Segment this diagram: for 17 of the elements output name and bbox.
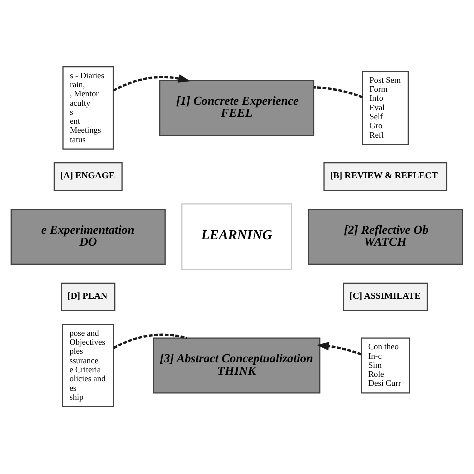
node-box: s - Diaries rain, , Mentor aculty s ent Meetings tatus [62, 66, 114, 150]
node-box: LEARNING [182, 204, 292, 270]
node-box: [D] PLAN [61, 282, 116, 312]
node-box: Con theo In-c Sim Role Desi Curr [361, 338, 410, 394]
node-box: [2] Reflective Ob WATCH [308, 209, 464, 265]
arrow [113, 74, 191, 92]
connector [314, 86, 364, 99]
node-box: Post Sem Form Info Eval Self Gro Refl [362, 71, 410, 146]
node-box: [1] Concrete Experience FEEL [159, 80, 315, 136]
node-box: [C] ASSIMILATE [343, 282, 428, 312]
node-box: [A] ENGAGE [54, 162, 123, 192]
node-box: [3] Abstract Conceptualization THINK [153, 338, 321, 394]
connector [113, 334, 188, 350]
node-box: [B] REVIEW & REFLECT [324, 162, 448, 192]
node-box: e Experimentation DO [10, 209, 166, 265]
arrow [316, 342, 362, 356]
node-box: pose and Objectives ples ssurance e Criteria olicies and es ship [62, 324, 114, 408]
